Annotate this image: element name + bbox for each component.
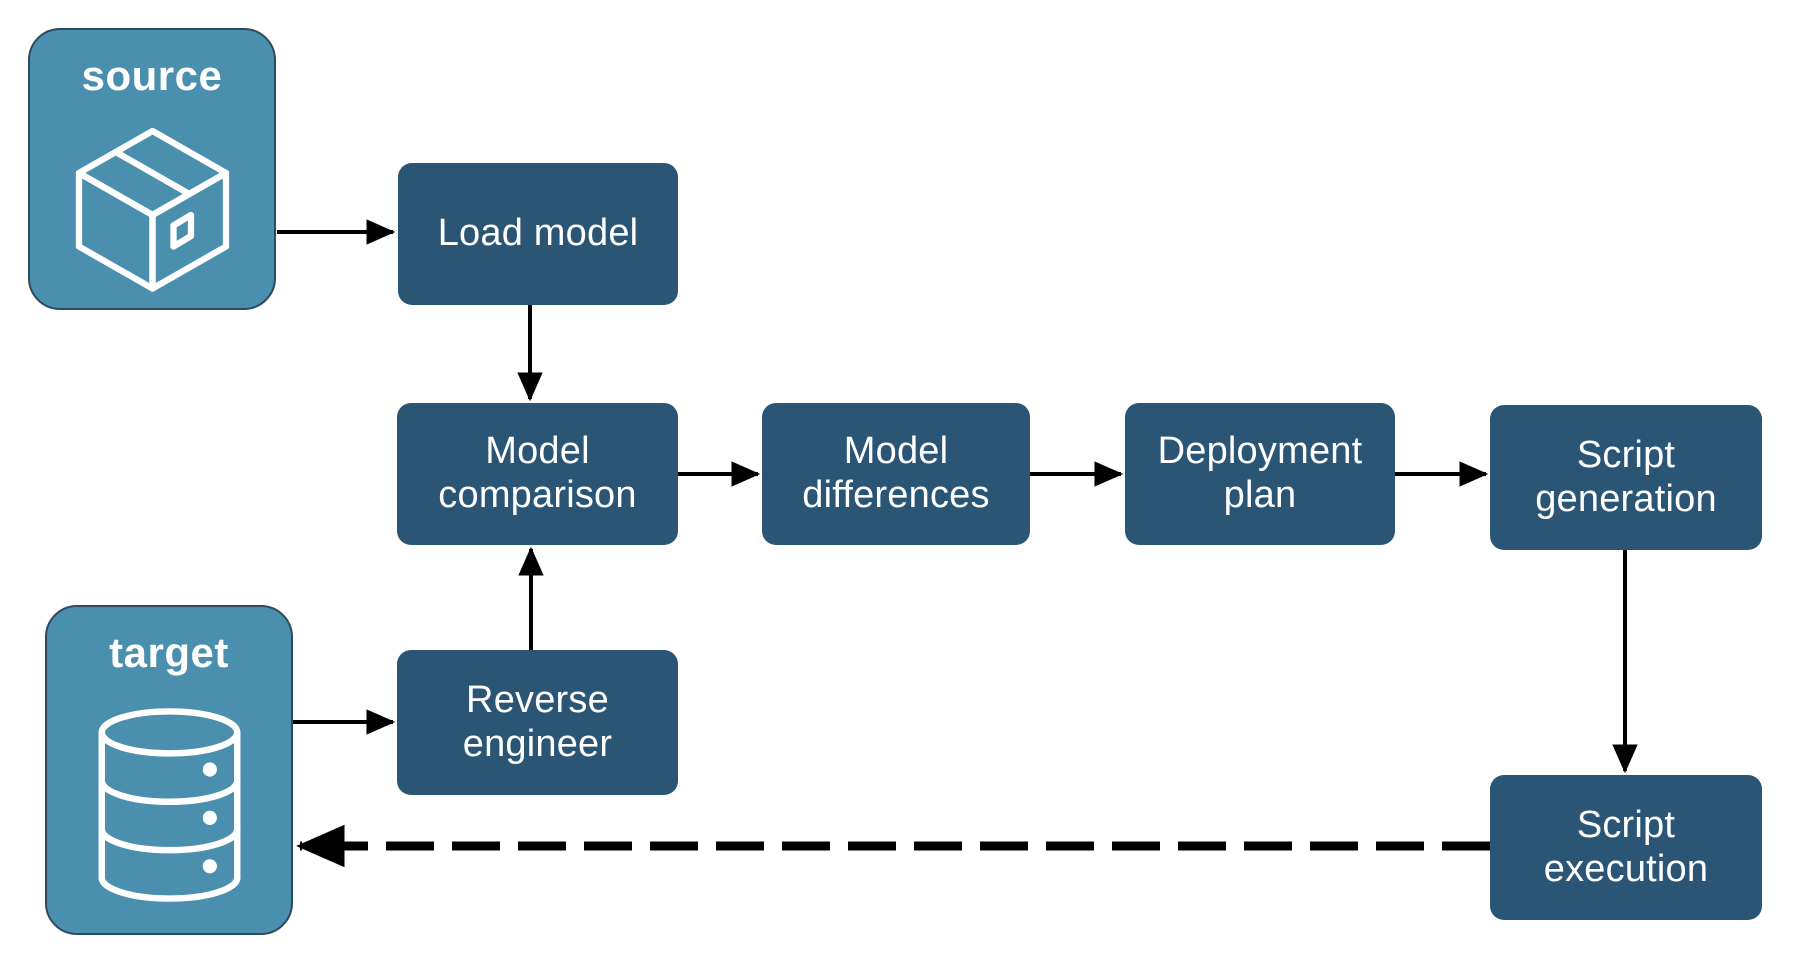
process-node-reverse-engineer[interactable]: Reverse engineer <box>397 650 678 795</box>
process-node-load-model[interactable]: Load model <box>398 163 678 305</box>
process-node-script-execution[interactable]: Script execution <box>1490 775 1762 920</box>
process-node-deployment-plan[interactable]: Deployment plan <box>1125 403 1395 545</box>
endpoint-source-label: source <box>81 52 223 99</box>
process-node-model-comparison[interactable]: Model comparison <box>397 403 678 545</box>
process-node-script-generation-label: Script generation <box>1535 433 1717 520</box>
process-node-model-comparison-label: Model comparison <box>438 430 637 516</box>
process-node-script-generation[interactable]: Script generation <box>1490 405 1762 550</box>
database-cylinder-icon <box>47 677 291 933</box>
endpoint-target-label: target <box>109 629 229 676</box>
process-node-load-model-label: Load model <box>437 212 639 255</box>
process-node-script-execution-label: Script execution <box>1543 803 1709 890</box>
process-node-model-differences-label: Model differences <box>802 430 990 516</box>
package-box-icon <box>30 100 274 308</box>
endpoint-node-target[interactable]: target <box>45 605 293 935</box>
endpoint-node-source[interactable]: source <box>28 28 276 310</box>
process-node-deployment-plan-label: Deployment plan <box>1157 430 1363 516</box>
process-node-model-differences[interactable]: Model differences <box>762 403 1030 545</box>
process-node-reverse-engineer-label: Reverse engineer <box>462 678 613 765</box>
